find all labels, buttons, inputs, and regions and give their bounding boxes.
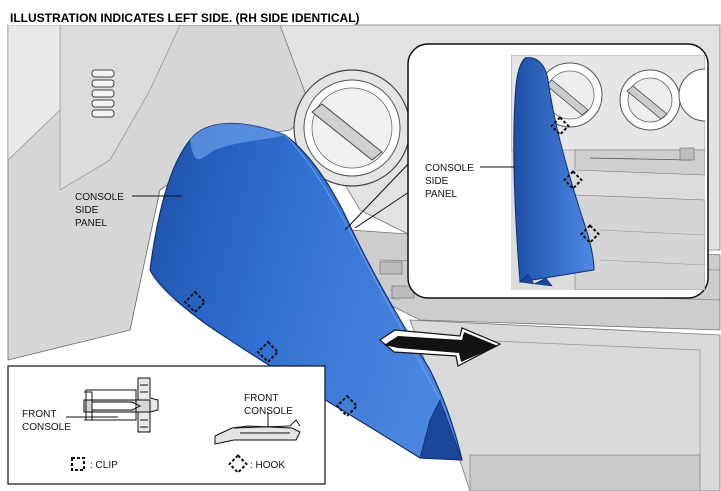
hook-detail-label-2: CONSOLE bbox=[244, 406, 293, 417]
hook-key-label: : HOOK bbox=[250, 460, 285, 471]
inset-panel-label: CONSOLE SIDE PANEL bbox=[425, 163, 474, 200]
clip-detail-label-2: CONSOLE bbox=[22, 422, 71, 433]
svg-text:CONSOLE: CONSOLE bbox=[425, 163, 474, 174]
clip-cross-section-icon bbox=[82, 377, 159, 433]
svg-text:PANEL: PANEL bbox=[425, 189, 457, 200]
legend-box bbox=[7, 365, 326, 485]
main-panel-label: CONSOLE SIDE PANEL bbox=[75, 192, 124, 229]
inset-callout bbox=[344, 43, 709, 299]
clip-detail-label-1: FRONT bbox=[22, 409, 56, 420]
legend-labels: FRONT CONSOLE FRONT CONSOLE : CLIP : HOO… bbox=[22, 393, 293, 471]
climate-knob-icon bbox=[293, 69, 411, 187]
clip-marker-icon bbox=[71, 457, 85, 471]
hook-cross-section-icon bbox=[214, 412, 301, 445]
hook-marker-icon bbox=[228, 454, 248, 474]
svg-text:CONSOLE: CONSOLE bbox=[75, 192, 124, 203]
arrow-icon bbox=[379, 327, 502, 367]
svg-text:PANEL: PANEL bbox=[75, 218, 107, 229]
header-caption: ILLUSTRATION INDICATES LEFT SIDE. (RH SI… bbox=[10, 11, 360, 25]
clip-key-label: : CLIP bbox=[90, 460, 118, 471]
svg-text:SIDE: SIDE bbox=[75, 205, 99, 216]
svg-text:SIDE: SIDE bbox=[425, 176, 449, 187]
hook-detail-label-1: FRONT bbox=[244, 393, 278, 404]
hook-marker-icon bbox=[183, 290, 359, 418]
side-vent-icon bbox=[91, 69, 115, 118]
console-side-panel-main bbox=[149, 122, 463, 461]
